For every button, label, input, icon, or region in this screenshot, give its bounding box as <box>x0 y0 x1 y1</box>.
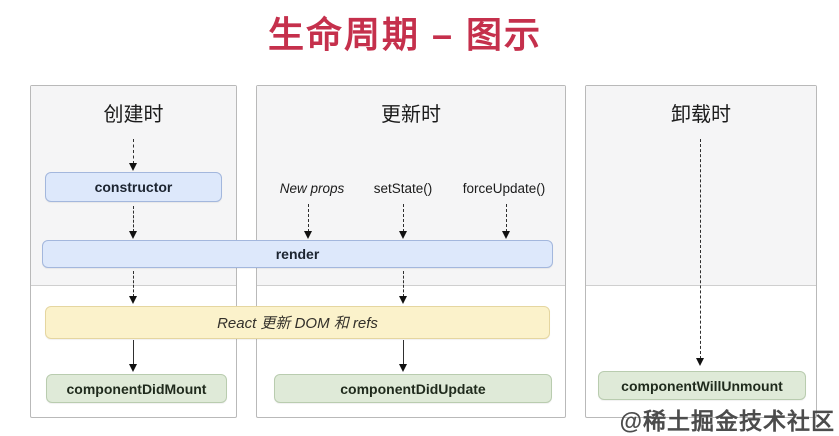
trigger-force-update: forceUpdate() <box>462 181 546 196</box>
render-box: render <box>42 240 553 268</box>
column-unmount-top-section <box>586 86 816 286</box>
column-unmount: 卸载时 <box>585 85 817 418</box>
arrow-set-state-to-render <box>399 204 407 239</box>
trigger-set-state: setState() <box>373 181 433 196</box>
arrow-constructor-to-render <box>129 206 137 239</box>
watermark: @稀土掘金技术社区 <box>619 408 835 434</box>
arrow-render-to-dom-update-create <box>129 271 137 304</box>
arrow-dom-update-to-did-mount <box>129 340 137 372</box>
trigger-new-props: New props <box>279 181 345 196</box>
page-title: 生命周期 – 图示 <box>267 14 543 55</box>
arrow-render-to-dom-update-update <box>399 271 407 304</box>
arrow-force-update-to-render <box>502 204 510 239</box>
component-will-unmount-box: componentWillUnmount <box>598 371 806 400</box>
arrow-create-to-constructor <box>129 139 137 171</box>
component-did-update-box: componentDidUpdate <box>274 374 552 403</box>
component-did-mount-box: componentDidMount <box>46 374 227 403</box>
react-update-dom-box: React 更新 DOM 和 refs <box>45 306 550 339</box>
column-unmount-header: 卸载时 <box>671 104 731 126</box>
constructor-box: constructor <box>45 172 222 202</box>
column-create-header: 创建时 <box>103 104 164 126</box>
arrow-unmount-to-will-unmount <box>696 139 704 366</box>
column-update-header: 更新时 <box>381 104 441 126</box>
arrow-new-props-to-render <box>304 204 312 239</box>
arrow-dom-update-to-did-update <box>399 340 407 372</box>
